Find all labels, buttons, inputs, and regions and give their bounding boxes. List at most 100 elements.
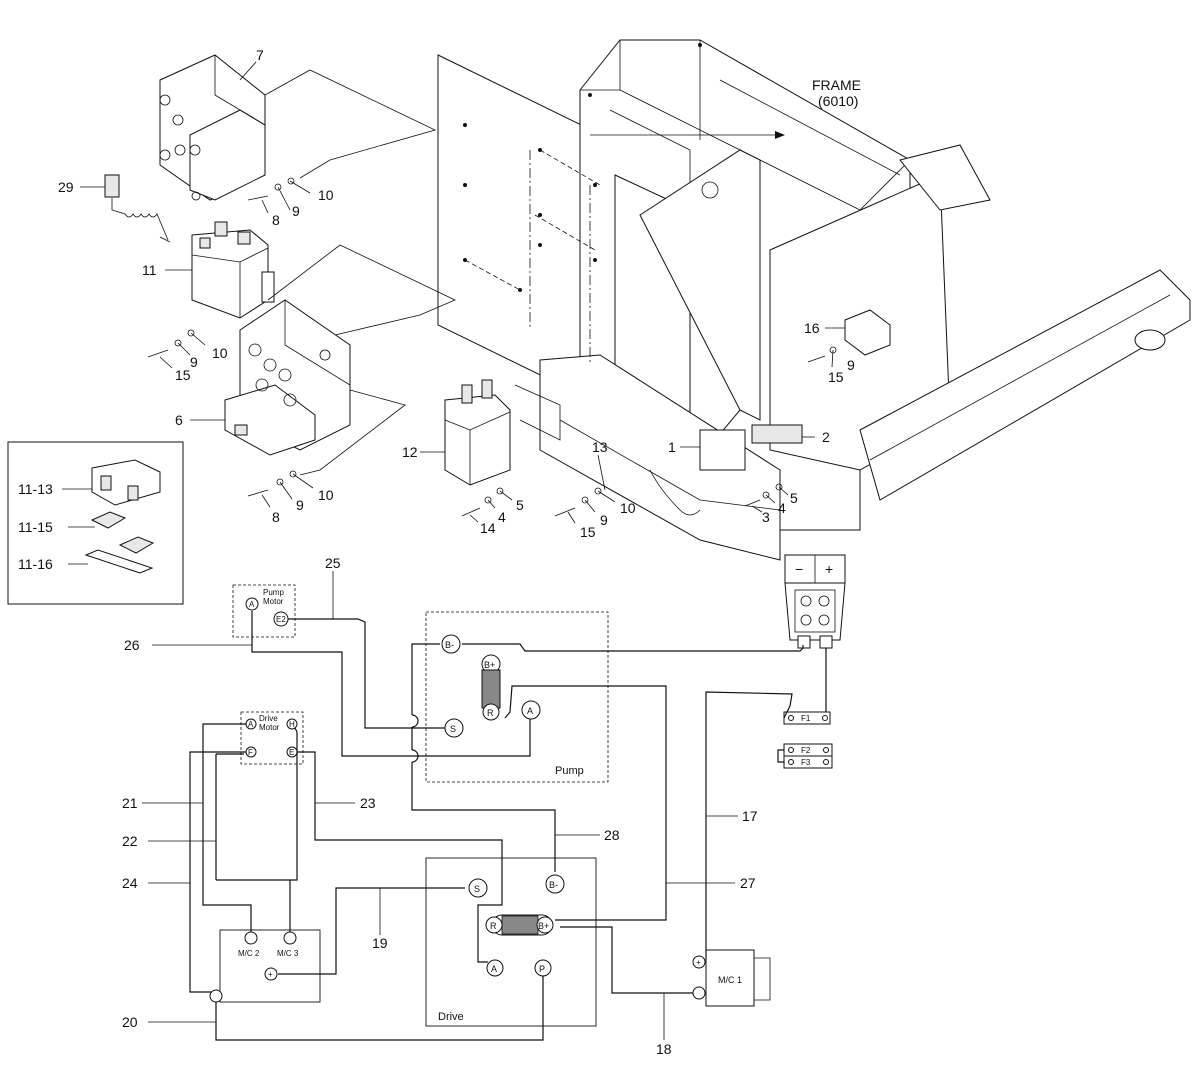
callout-8: 8 [272,212,280,228]
callout-21: 21 [122,795,138,811]
callout-3: 3 [762,509,770,525]
component-16-block [844,309,891,356]
callout-9: 9 [600,512,608,528]
drive-motor-box [240,711,304,765]
callout-20: 20 [122,1014,138,1030]
drive-label: Drive [438,1011,464,1023]
callout-13: 13 [592,439,608,455]
pump-controller-box [425,611,609,783]
callout-9: 9 [847,357,855,373]
callout-15: 15 [828,369,844,385]
term-drive-a: A [491,964,497,974]
callout-leaders [62,61,845,565]
direction-contactor-box [219,929,321,1003]
frame-label-line2: (6010) [818,93,858,109]
pump-motor-box [232,584,296,638]
term-drive-bminus: B- [549,880,558,890]
mc1-label: M/C 1 [718,975,742,985]
callout-24: 24 [122,875,138,891]
callout-2: 2 [822,429,830,445]
callout-25: 25 [325,555,341,571]
term-mc1-plus: + [696,958,701,967]
callout-9: 9 [296,497,304,513]
term-drive-bplus: B+ [538,921,549,931]
callout-5: 5 [516,497,524,513]
term-pump-s: S [450,724,456,734]
callout-22: 22 [122,833,138,849]
component-6-controller [224,299,351,456]
term-pump-bminus: B- [445,640,454,650]
term-pm-e2: E2 [276,615,286,624]
callout-11: 11 [142,262,157,278]
term-drive-p: P [539,964,545,974]
term-pump-bplus: B+ [484,660,495,670]
frame-label-line1: FRAME [812,77,861,93]
component-1-bracket [699,429,746,471]
callout-12: 12 [402,444,418,460]
terminals [209,597,706,1003]
schematic-leaders [142,571,738,1040]
drive-motor-label-line2: Motor [259,723,280,732]
term-pump-r: R [487,708,494,718]
drive-controller-box [425,857,597,1027]
term-mc2: M/C 2 [238,949,260,958]
callout-9: 9 [190,354,198,370]
callout-16: 16 [804,320,820,336]
drive-motor-label-line1: Drive [259,714,278,723]
callout-11-15: 11-15 [18,519,53,535]
callout-5: 5 [790,490,798,506]
callout-29: 29 [58,179,74,195]
callout-10: 10 [318,487,334,503]
callout-11-16: 11-16 [18,556,53,572]
callout-10: 10 [318,187,334,203]
component-2-bar [751,424,803,444]
callout-4: 4 [778,500,786,516]
callout-17: 17 [742,808,758,824]
callout-14: 14 [480,520,496,536]
component-7-controller [159,54,266,201]
callout-7: 7 [256,47,264,63]
truck-frame [437,39,1191,561]
callout-27: 27 [740,875,756,891]
callout-9: 9 [292,203,300,219]
hardware-bolts [147,177,837,517]
callout-15: 15 [580,524,596,540]
callout-4: 4 [498,509,506,525]
callout-15: 15 [175,367,191,383]
callout-11-13: 11-13 [18,481,53,497]
battery-connector [784,554,846,649]
term-dm-h: H [289,720,295,729]
component-29-fuse [104,174,171,243]
callout-1: 1 [668,439,676,455]
callout-23: 23 [360,795,376,811]
component-12-solenoid [444,379,561,486]
callout-28: 28 [604,827,620,843]
term-pump-a: A [527,706,533,716]
term-dm-e: E [289,748,294,757]
term-dm-a: A [248,720,254,729]
pump-motor-label-line1: Pump [263,588,284,597]
callout-10: 10 [620,500,636,516]
callout-26: 26 [124,637,140,653]
pump-motor-label-line2: Motor [263,597,284,606]
term-mc-plus: + [268,970,273,979]
mc1-contactor-box [705,949,755,1007]
pump-label: Pump [555,765,584,777]
callout-18: 18 [656,1041,672,1057]
term-dm-f: F [248,748,253,757]
term-mc3: M/C 3 [277,949,299,958]
fuse-f2-label: F2 [801,746,811,755]
callout-10: 10 [212,345,228,361]
callout-19: 19 [372,935,388,951]
term-drive-r: R [490,921,497,931]
term-pm-a: A [249,600,255,609]
fuse-f1-label: F1 [801,714,811,723]
callout-8: 8 [272,509,280,525]
connector-minus: − [795,561,803,577]
term-drive-s: S [474,884,480,894]
connector-plus: + [825,561,833,577]
inset-parts-box [7,441,184,605]
fuse-f3-label: F3 [801,758,811,767]
component-11-contactor [191,221,275,319]
